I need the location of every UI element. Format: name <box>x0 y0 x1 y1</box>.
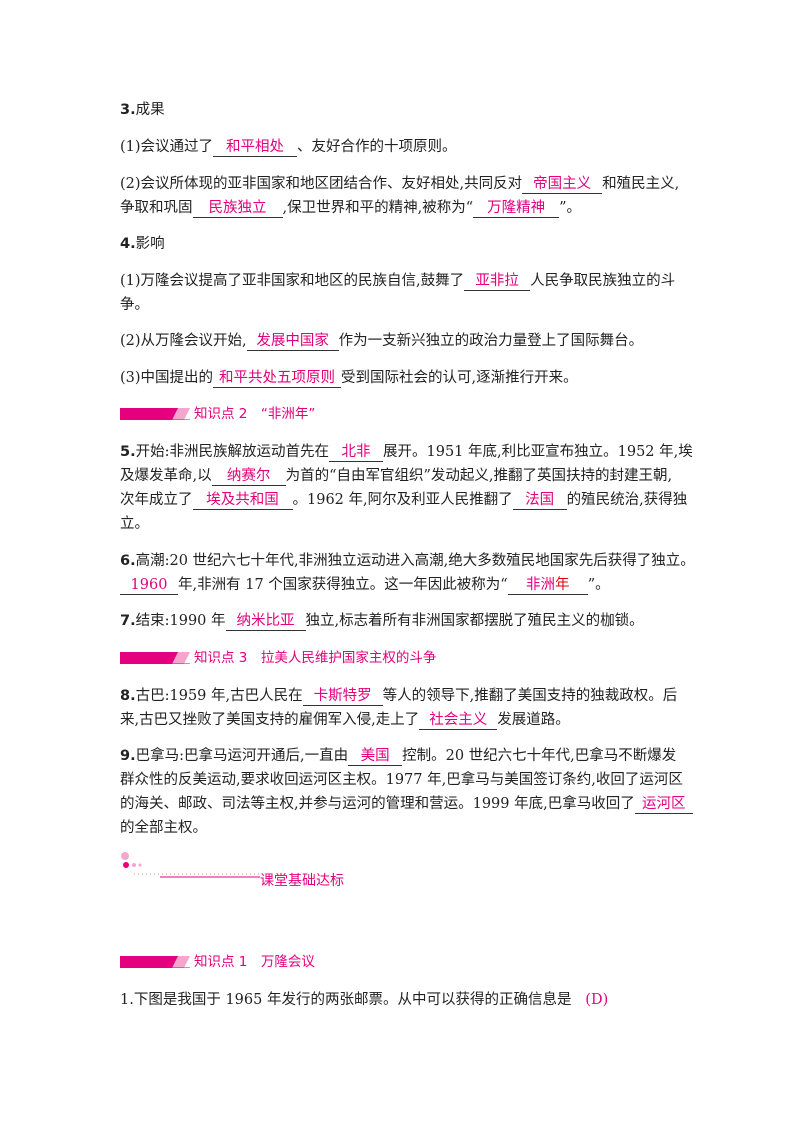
tag-banner-icon <box>120 956 190 968</box>
item-5-line4: 立。 <box>120 516 149 532</box>
answer-blank: 运河区 <box>634 796 693 814</box>
decorative-dots-icon <box>121 852 260 878</box>
item-4-3: (3)中国提出的和平共处五项原则受到国际社会的认可,逐渐推行开来。 <box>120 370 578 388</box>
item-9-line1: 9.巴拿马:巴拿马运河开通后,一直由美国控制。20 世纪六七十年代,巴拿马不断爆… <box>120 748 677 766</box>
answer-blank: 法国 <box>512 492 567 510</box>
answer-blank: 民族独立 <box>192 200 283 218</box>
heading-3: 3.成果 <box>120 102 165 118</box>
answer-blank: 万隆精神 <box>473 200 560 218</box>
knowledge-point-3-header: 知识点 3 拉美人民维护国家主权的斗争 <box>120 648 640 668</box>
tag-banner-icon <box>120 408 190 420</box>
answer-blank: 发展中国家 <box>246 333 339 351</box>
item-3-1: (1)会议通过了和平相处、友好合作的十项原则。 <box>120 139 457 157</box>
item-8-line2: 来,古巴又挫败了美国支持的雇佣军入侵,走上了社会主义发展道路。 <box>120 712 570 730</box>
heading-4: 4.影响 <box>120 236 165 252</box>
item-3-2-line2: 争取和巩固民族独立,保卫世界和平的精神,被称为“万隆精神”。 <box>120 200 582 218</box>
item-9-line3: 的海关、邮政、司法等主权,并参与运河的管理和营运。1999 年底,巴拿马收回了运… <box>120 794 693 814</box>
section-header: 课堂基础达标 <box>120 852 380 889</box>
knowledge-point-2-header: 知识点 2 “非洲年” <box>120 404 640 424</box>
item-5-line1: 5.开始:非洲民族解放运动首先在北非展开。1951 年底,利比亚宣布独立。195… <box>120 444 693 462</box>
answer-blank: 纳赛尔 <box>211 468 286 486</box>
tag-banner-icon <box>120 652 190 664</box>
answer-blank: 帝国主义 <box>522 176 603 194</box>
item-9-line4: 的全部主权。 <box>120 820 207 836</box>
answer-blank: 社会主义 <box>419 712 498 730</box>
answer-blank: 卡斯特罗 <box>302 688 383 706</box>
item-3-2-line1: (2)会议所体现的亚非国家和地区团结合作、友好相处,共同反对帝国主义和殖民主义, <box>120 176 680 194</box>
question-1: 1.下图是我国于 1965 年发行的两张邮票。从中可以获得的正确信息是 (D) <box>120 992 609 1008</box>
answer-blank: 和平共处五项原则 <box>213 370 342 388</box>
item-5-line2: 及爆发革命,以纳赛尔为首的“自由军官组织”发动起义,推翻了英国扶持的封建王朝, <box>120 468 673 486</box>
answer-blank: 埃及共和国 <box>192 492 293 510</box>
item-6-line1: 6.高潮:20 世纪六七十年代,非洲独立运动进入高潮,绝大多数殖民地国家先后获得… <box>120 553 695 569</box>
item-4-1-line1: (1)万隆会议提高了亚非国家和地区的民族自信,鼓舞了亚非拉人民争取民族独立的斗 <box>120 273 676 291</box>
item-4-1-line2: 争。 <box>120 297 149 313</box>
answer-blank: 北非 <box>329 444 383 462</box>
answer-blank: 非洲年 <box>507 577 588 595</box>
answer-blank: 1960 <box>120 577 178 595</box>
knowledge-point-1-header: 知识点 1 万隆会议 <box>120 952 640 972</box>
item-8-line1: 8.古巴:1959 年,古巴人民在卡斯特罗等人的领导下,推翻了美国支持的独裁政权… <box>120 688 678 706</box>
item-5-line3: 次年成立了埃及共和国。1962 年,阿尔及利亚人民推翻了法国的殖民统治,获得独 <box>120 492 688 510</box>
answer-blank: 纳米比亚 <box>225 613 306 631</box>
answer-blank: 美国 <box>348 748 403 766</box>
answer-blank: 亚非拉 <box>464 273 531 291</box>
item-4-2: (2)从万隆会议开始,发展中国家作为一支新兴独立的政治力量登上了国际舞台。 <box>120 333 644 351</box>
item-9-line2: 群众性的反美运动,要求收回运河区主权。1977 年,巴拿马与美国签订条约,收回了… <box>120 772 683 788</box>
item-7: 7.结束:1990 年纳米比亚独立,标志着所有非洲国家都摆脱了殖民主义的枷锁。 <box>120 613 644 631</box>
answer-blank: 和平相处 <box>213 139 298 157</box>
answer-choice: (D) <box>585 992 609 1008</box>
